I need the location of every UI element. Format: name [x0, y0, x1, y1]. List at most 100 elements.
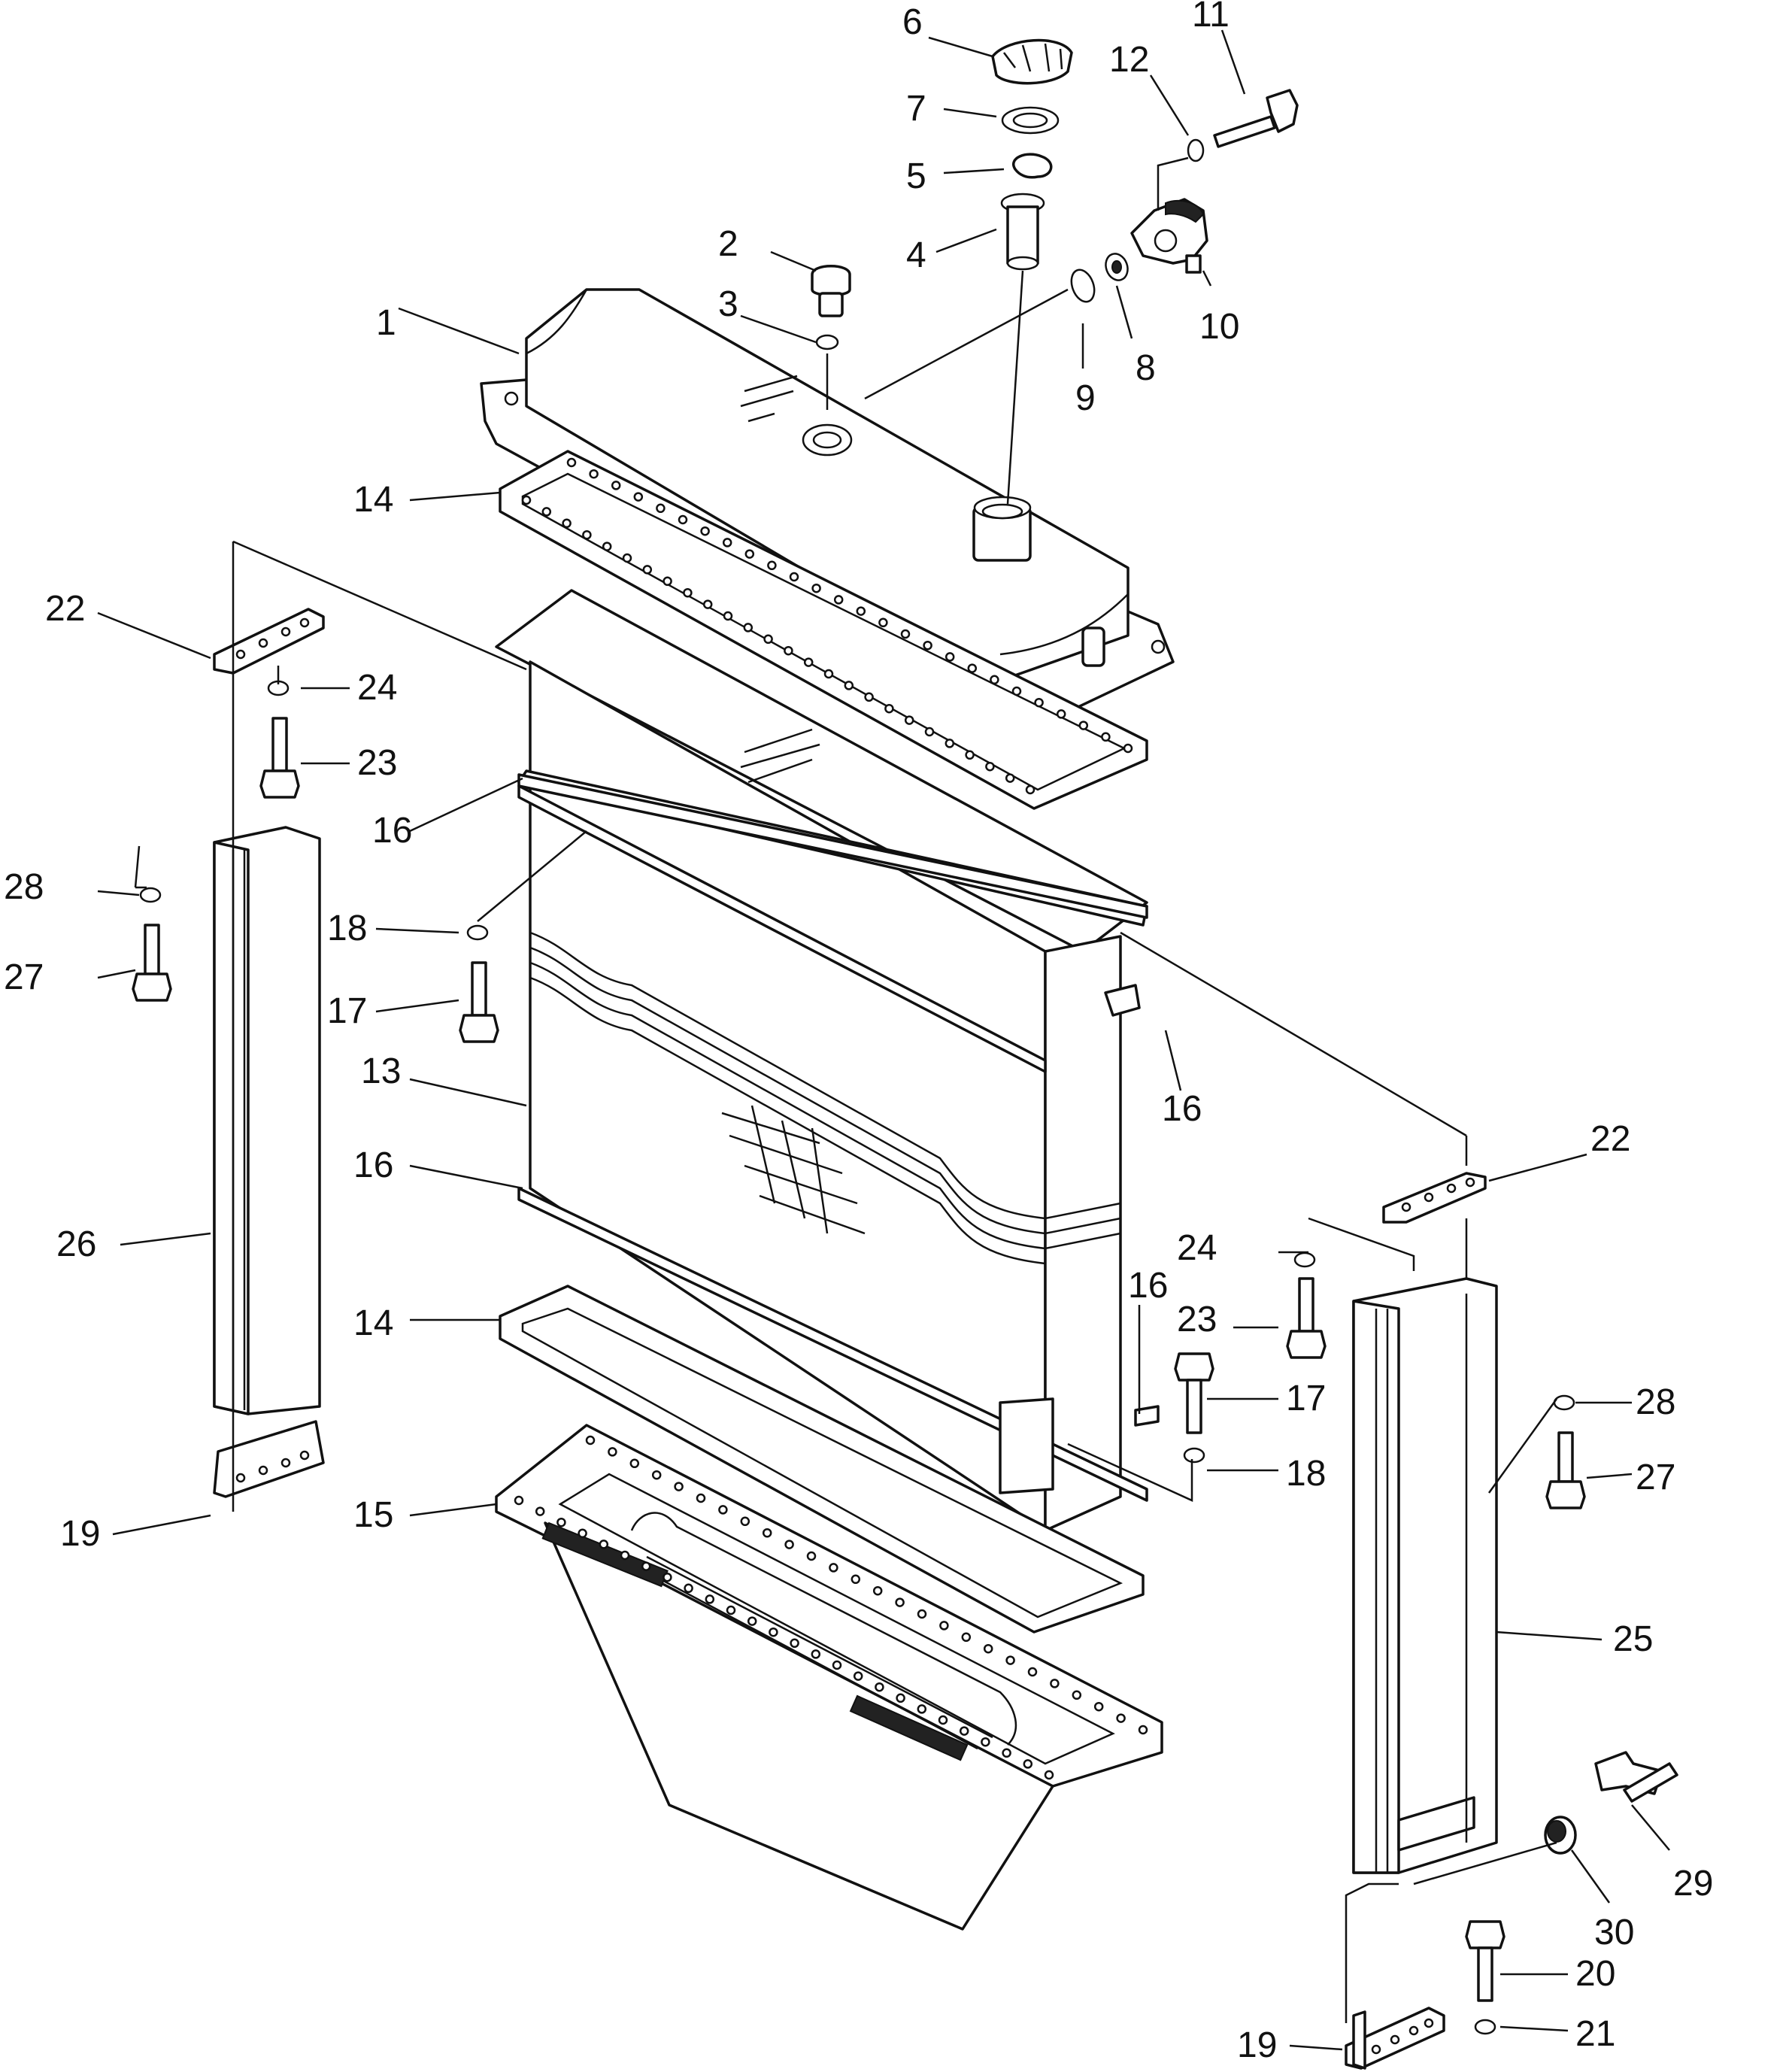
bolt-hole [832, 1660, 842, 1670]
callout-13: 13 [361, 1051, 401, 1091]
bolt-hole [851, 1574, 861, 1585]
leader-lines [97, 29, 1670, 2051]
bolt-hole [923, 640, 932, 651]
bolt-hole [806, 1551, 817, 1561]
bolt-hole [900, 629, 911, 639]
bolt-hole [924, 727, 935, 737]
bolt-hole [1005, 1655, 1015, 1665]
upper-tank [480, 288, 1175, 735]
bolt-hole [1093, 1701, 1104, 1712]
bolt-hole [896, 1693, 905, 1703]
bolt-hole [521, 495, 532, 505]
bolt-hole [983, 1643, 993, 1654]
bolt-hole [722, 538, 732, 548]
bolt-hole [535, 1506, 545, 1516]
bolt-hole [1138, 1725, 1148, 1735]
callout-28-left: 28 [4, 867, 44, 907]
bolt-hole [700, 526, 710, 536]
bolt-hole [684, 1583, 693, 1594]
bolt-hole [1101, 732, 1111, 742]
right-hardware [1174, 1251, 1678, 2035]
bolt-hole [961, 1632, 972, 1643]
bolt-hole [556, 1517, 566, 1527]
bolt-hole [642, 565, 653, 575]
bolt-hole [833, 595, 844, 605]
callout-4: 4 [906, 235, 926, 275]
bolt-hole [656, 503, 666, 514]
callout-16-c: 16 [353, 1145, 393, 1185]
callout-29: 29 [1673, 1864, 1713, 1904]
bolt-hole [1050, 1679, 1060, 1688]
bolt-hole [744, 549, 755, 559]
bolt-hole [985, 761, 995, 772]
bolt-hole [829, 1563, 838, 1573]
bolt-hole [514, 1495, 524, 1506]
bolt-hole [1072, 1690, 1082, 1700]
bolt-hole [784, 1540, 794, 1549]
bolt-hole [696, 1493, 706, 1503]
bolt-hole [763, 634, 773, 645]
bolt-hole [762, 1527, 772, 1538]
bolt-hole [789, 572, 799, 582]
bolt-hole [981, 1737, 990, 1747]
bolt-hole [541, 507, 552, 517]
callout-16-b: 16 [1162, 1089, 1202, 1129]
bolt-hole [769, 1627, 778, 1637]
callout-16-a: 16 [372, 811, 412, 851]
callout-7: 7 [906, 89, 926, 129]
bolt-hole [844, 681, 854, 690]
left-top-bracket [213, 608, 325, 675]
bolt-hole [878, 617, 888, 628]
bolt-hole [811, 1649, 821, 1659]
bolt-hole [641, 1561, 651, 1571]
bolt-hole [904, 715, 914, 725]
bolt-hole [747, 1616, 757, 1626]
callout-1: 1 [376, 303, 396, 343]
callout-17-left: 17 [327, 991, 367, 1031]
bolt-hole [705, 1594, 715, 1604]
callout-3: 3 [718, 284, 738, 324]
bolt-hole [965, 750, 975, 760]
callout-25: 25 [1613, 1619, 1653, 1659]
bolt-hole [651, 1470, 662, 1480]
callout-5: 5 [906, 156, 926, 196]
callout-27-left: 27 [4, 957, 44, 997]
callout-6: 6 [902, 2, 923, 42]
callout-8: 8 [1136, 348, 1156, 388]
bolt-hole [945, 739, 955, 748]
callout-16-d: 16 [1128, 1266, 1168, 1306]
bolt-hole [1011, 686, 1022, 696]
callout-10: 10 [1199, 307, 1239, 347]
bolt-hole [674, 1482, 684, 1491]
bolt-hole [872, 1585, 883, 1596]
bolt-hole [723, 611, 733, 621]
left-side-support [213, 826, 325, 1498]
bolt-hole [578, 1528, 587, 1539]
right-side-support [1345, 1277, 1498, 2070]
upper-gasket [499, 450, 1148, 810]
bolt-hole [856, 606, 866, 616]
lower-tank [495, 1424, 1163, 1931]
bolt-hole [740, 1516, 750, 1527]
callout-19-right: 19 [1237, 2025, 1277, 2065]
bolt-hole [683, 587, 693, 598]
bolt-hole [608, 1447, 617, 1457]
bolt-hole [1056, 709, 1066, 719]
callout-15: 15 [353, 1495, 393, 1535]
bolt-hole [767, 560, 777, 571]
bolt-hole [678, 514, 688, 525]
callout-24-right: 24 [1177, 1228, 1217, 1268]
bolt-hole [939, 1621, 949, 1631]
bolt-hole [959, 1726, 969, 1736]
bolt-hole [620, 1550, 630, 1561]
callout-18-left: 18 [327, 909, 367, 948]
bolt-hole [663, 1572, 672, 1582]
bolt-hole [1034, 697, 1044, 708]
upper-plate [517, 773, 1148, 1073]
lower-gasket [499, 1187, 1160, 1634]
bolt-hole [663, 576, 672, 587]
bolt-hole [784, 645, 793, 656]
callout-20: 20 [1575, 1954, 1615, 1994]
callout-30: 30 [1594, 1913, 1634, 1952]
